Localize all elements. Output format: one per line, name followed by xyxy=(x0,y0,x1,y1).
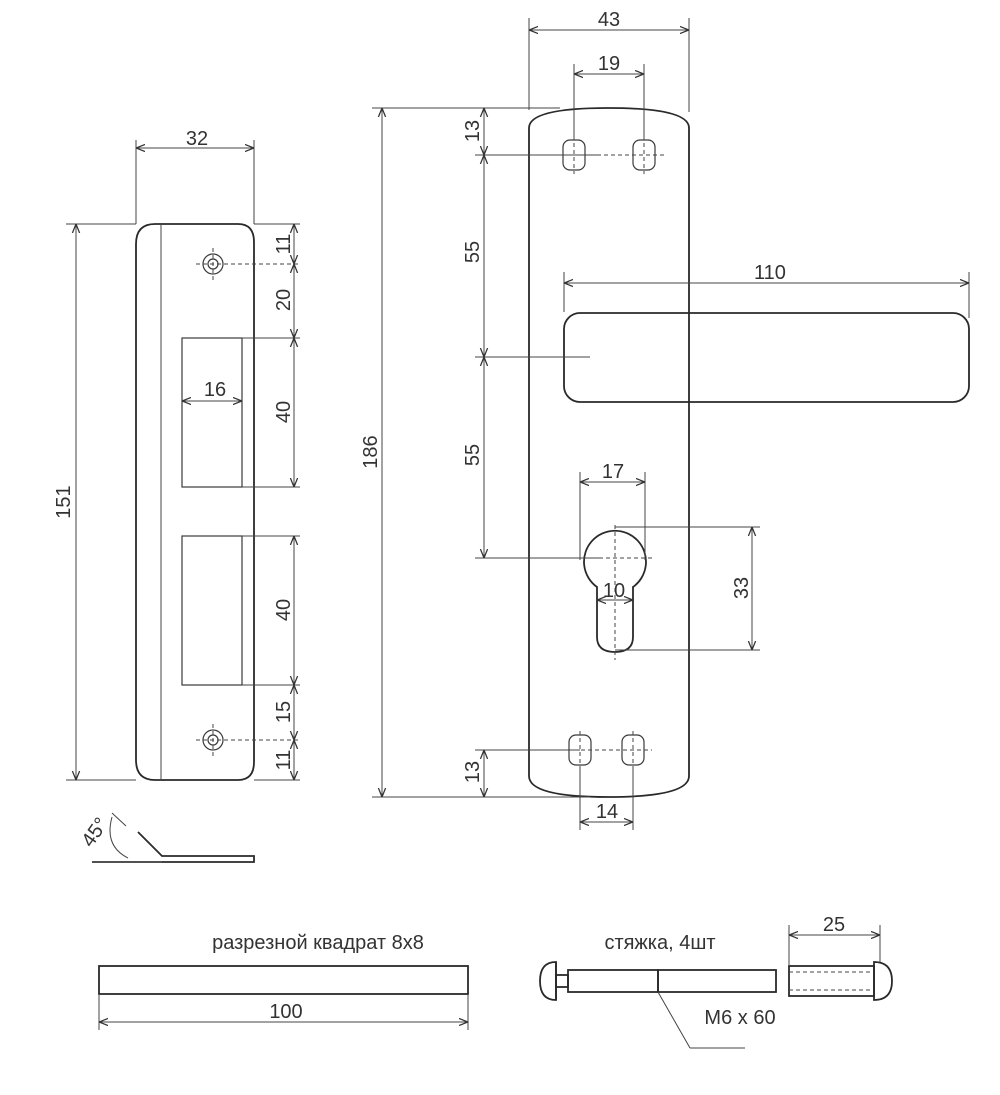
strike-plate-outline xyxy=(135,223,255,781)
handle-top-hole-offset-dim: 13 xyxy=(462,120,484,142)
handle-plate-outline xyxy=(528,107,690,798)
strike-top-screw-hole xyxy=(196,248,300,280)
strike-bottom-screw-hole xyxy=(196,724,300,756)
tie-bolt: стяжка, 4шт M6 x 60 25 xyxy=(539,914,893,1049)
strike-slot-width-dim: 16 xyxy=(204,379,226,401)
spindle: разрезной квадрат 8x8 100 xyxy=(98,932,469,1030)
strike-top-hole-dim: 11 xyxy=(273,234,295,255)
strike-bend-profile: 45° xyxy=(77,812,255,863)
strike-lower-slot xyxy=(181,535,243,686)
tie-bolt-thread-label: M6 x 60 xyxy=(704,1007,775,1029)
strike-lower-slot-dim: 40 xyxy=(273,599,295,621)
tie-bolt-sleeve-head xyxy=(873,961,893,1001)
strike-upper-slot-dim: 40 xyxy=(273,401,295,423)
strike-plate: 32 151 11 20 40 40 15 11 16 45° xyxy=(53,128,300,863)
handle-width-dim: 43 xyxy=(598,9,620,31)
spindle-length-dim: 100 xyxy=(269,1001,302,1023)
strike-bend-angle-dim: 45° xyxy=(77,814,112,851)
handle-plate: 43 19 186 13 55 55 13 110 17 xyxy=(360,9,970,830)
handle-bottom-hole-offset-dim: 13 xyxy=(462,761,484,783)
handle-top-holes-spacing-dim: 19 xyxy=(598,53,620,75)
cylinder-slot-width-dim: 10 xyxy=(603,580,625,602)
handle-hole-to-lever-dim: 55 xyxy=(462,241,484,263)
strike-gap-to-hole-dim: 15 xyxy=(273,701,295,723)
handle-height-dim: 186 xyxy=(360,435,382,468)
tie-bolt-thread xyxy=(657,969,777,993)
tie-bolt-sleeve xyxy=(788,965,875,997)
handle-lever-length-dim: 110 xyxy=(754,262,786,284)
cylinder-width-dim: 17 xyxy=(602,461,624,483)
spindle-caption: разрезной квадрат 8x8 xyxy=(212,932,424,954)
strike-upper-slot xyxy=(181,337,243,488)
tie-bolt-caption: стяжка, 4шт xyxy=(604,932,715,954)
handle-bottom-holes-spacing-dim: 14 xyxy=(596,801,618,823)
cylinder-height-dim: 33 xyxy=(731,577,753,599)
strike-gap-to-slot-dim: 20 xyxy=(273,289,295,311)
tie-bolt-head xyxy=(539,961,557,1001)
tie-bolt-sleeve-length-dim: 25 xyxy=(823,914,845,936)
strike-height-dim: 151 xyxy=(53,485,75,518)
spindle-bar xyxy=(98,965,469,995)
strike-bottom-hole-dim: 11 xyxy=(273,750,295,771)
cylinder-cutout xyxy=(583,529,647,653)
tie-bolt-shaft xyxy=(567,969,659,993)
strike-width-dim: 32 xyxy=(186,128,208,150)
handle-lever-to-cylinder-dim: 55 xyxy=(462,444,484,466)
handle-lever xyxy=(563,312,970,403)
